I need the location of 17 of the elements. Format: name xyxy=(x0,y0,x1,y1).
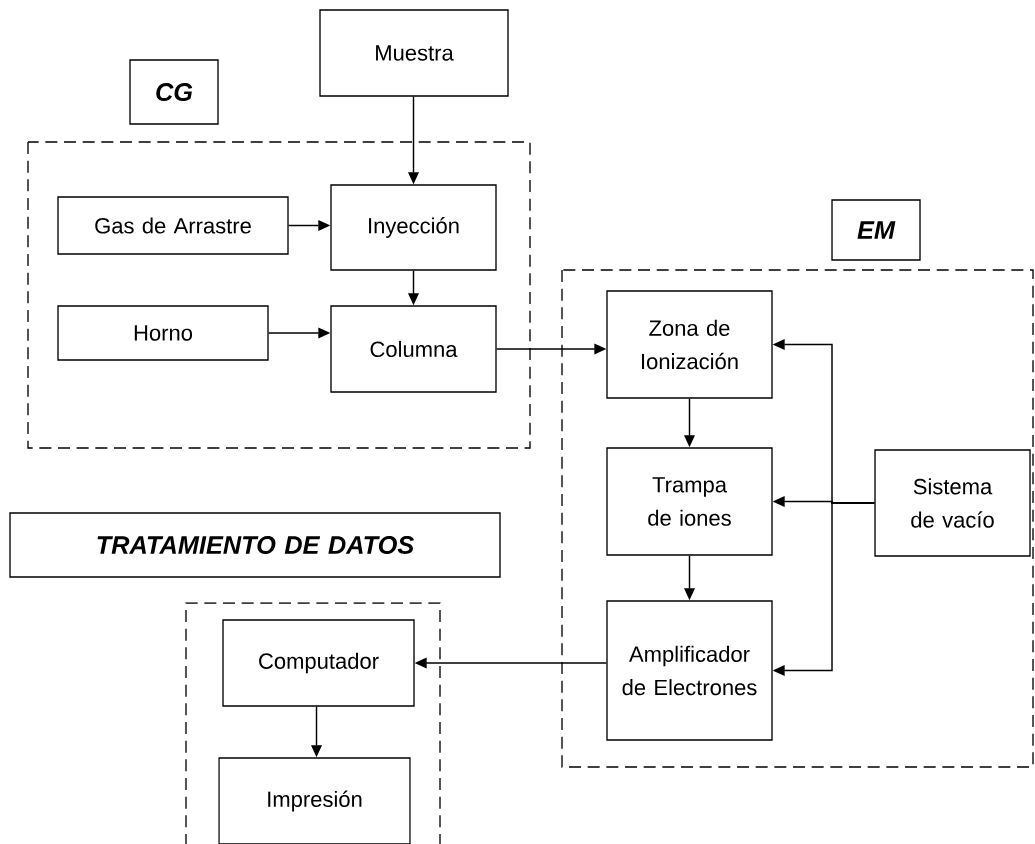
process-box: Muestra xyxy=(319,9,509,97)
process-box: Impresión xyxy=(218,757,411,844)
process-box: Inyección xyxy=(330,184,497,271)
process-box: Gas de Arrastre xyxy=(57,196,289,255)
process-box: Zona de Ionización xyxy=(606,290,773,399)
dashed-group-box xyxy=(185,602,441,844)
heading-box: TRATAMIENTO DE DATOS xyxy=(9,512,501,578)
process-box: Computador xyxy=(222,619,415,707)
process-box: Horno xyxy=(57,305,269,361)
heading-box: CG xyxy=(129,59,219,125)
process-box: Sistema de vacío xyxy=(874,449,1031,557)
process-box: Trampa de iones xyxy=(606,447,773,556)
process-box: Columna xyxy=(330,305,497,393)
process-box: Amplificador de Electrones xyxy=(606,600,773,741)
dashed-group-box xyxy=(561,269,1034,768)
heading-box: EM xyxy=(831,199,921,261)
dashed-group-box xyxy=(27,141,531,449)
